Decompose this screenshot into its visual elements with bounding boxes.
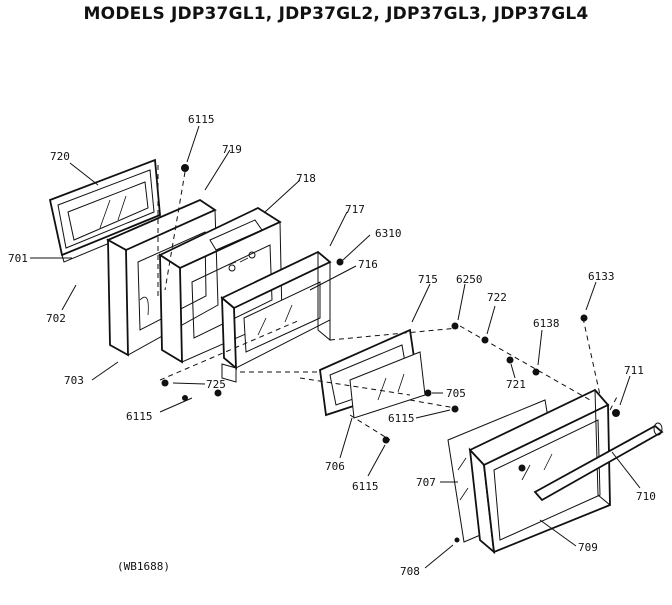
screw-6115-mid [451,405,459,413]
callout-707: 707 [416,476,436,489]
door-liner-frame [105,198,219,357]
clip-705 [424,389,432,397]
bushing-6250 [451,322,459,330]
callout-705: 705 [446,387,466,400]
callout-718: 718 [296,172,316,185]
callout-710: 710 [636,490,656,503]
callout-701: 701 [8,252,28,265]
callout-6138: 6138 [533,317,560,330]
callout-6115-top: 6115 [188,113,215,126]
callout-725: 725 [206,378,226,391]
inner-door-box [158,206,283,364]
outer-door-frame-709 [468,388,611,555]
callout-717: 717 [345,203,365,216]
callout-6115-left: 6115 [126,410,153,423]
callout-711: 711 [624,364,644,377]
figure-code: (WB1688) [117,560,170,573]
screw-6310 [336,258,344,266]
callout-702: 702 [46,312,66,325]
callout-6115-mid: 6115 [388,412,415,425]
washer-708 [454,537,460,543]
screw-6138 [532,368,540,376]
callout-716: 716 [358,258,378,271]
screw-6115-lower-left [182,395,188,401]
outer-door-panel [48,158,161,263]
callout-720: 720 [50,150,70,163]
callout-715: 715 [418,273,438,286]
spacer-721 [506,356,514,364]
callout-708: 708 [400,565,420,578]
diagram-title: MODELS JDP37GL1, JDP37GL2, JDP37GL3, JDP… [83,4,589,24]
screw-6133 [580,314,588,322]
spacer-722 [481,336,489,344]
door-hinge-pin [214,389,222,397]
callout-6115-bottom: 6115 [352,480,379,493]
bracket-725 [161,379,169,387]
door-handle-710 [533,422,664,502]
callout-709: 709 [578,541,598,554]
leader-lines [30,125,641,569]
inner-glass-panel [319,328,426,419]
callout-706: 706 [325,460,345,473]
callout-6310: 6310 [375,227,402,240]
callout-721: 721 [506,378,526,391]
spacer-711 [612,409,620,417]
callout-722: 722 [487,291,507,304]
callout-719: 719 [222,143,242,156]
callout-labels: 6115 720 719 718 717 6310 716 701 702 70… [8,113,656,578]
callout-703: 703 [64,374,84,387]
hardware-parts [161,164,620,543]
callout-6133: 6133 [588,270,615,283]
callout-6250: 6250 [456,273,483,286]
screw-6115-top [181,164,189,172]
assembly-lines [157,165,619,441]
screw-6115-bottom [382,436,390,444]
